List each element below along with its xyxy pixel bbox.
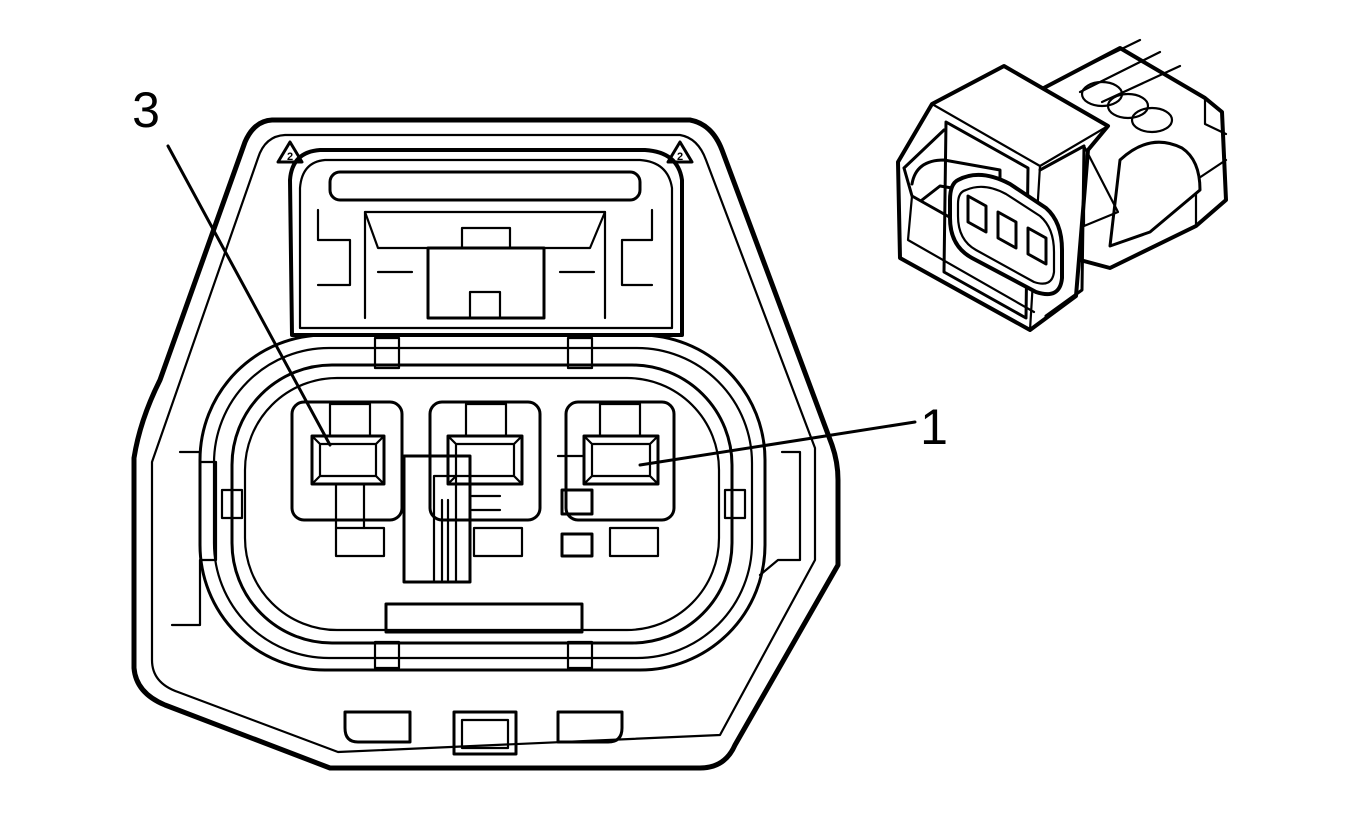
leader-line-3 [166, 144, 332, 447]
warning-mark-right: 2 [666, 140, 694, 164]
seal-ring-inner [230, 363, 734, 645]
terminal-cavity-1 [556, 400, 676, 558]
connector-housing-inner-outline [150, 133, 817, 754]
connector-face-view: 2 2 [131, 82, 948, 771]
connector-housing-outline [131, 117, 841, 771]
right-flange [758, 450, 802, 577]
callout-label-1: 1 [920, 399, 948, 455]
warning-left-label: 2 [287, 151, 293, 163]
terminal-cavity-2 [402, 400, 542, 584]
seal-ring-outer [198, 333, 767, 672]
seal-ring-tabs [220, 336, 747, 670]
seal-ring-innermost [243, 376, 721, 632]
callout-label-3: 3 [132, 82, 160, 138]
locking-latch [288, 148, 684, 337]
leader-line-1 [638, 420, 917, 467]
terminal-cavity-3 [290, 400, 404, 558]
connector-isometric-view [896, 38, 1228, 332]
seal-ring-middle [212, 346, 754, 660]
left-flange [170, 450, 218, 627]
bottom-slots [343, 710, 624, 756]
warning-mark-left: 2 [276, 140, 304, 164]
warning-right-label: 2 [677, 151, 683, 163]
